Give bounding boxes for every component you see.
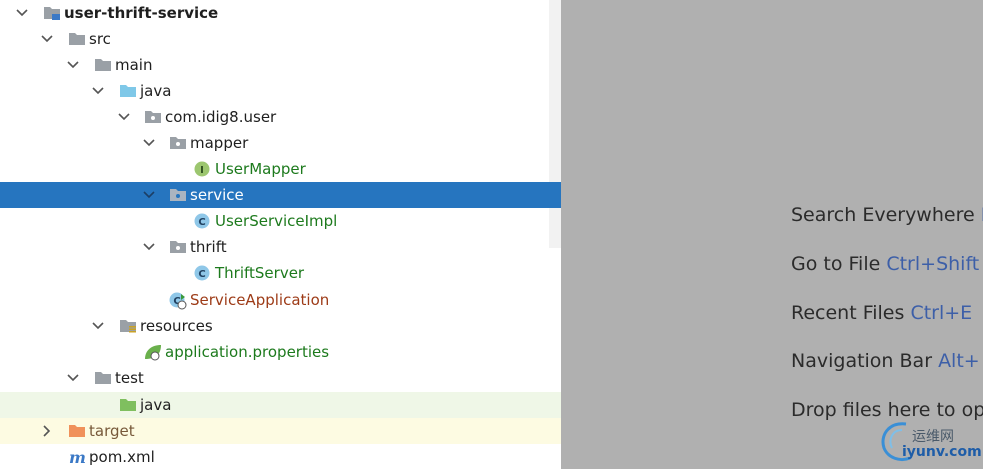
package-folder-icon: [144, 104, 162, 130]
chevron-down-icon[interactable]: [40, 26, 54, 52]
folder-icon: [68, 26, 86, 52]
tree-label-user-service-impl: UserServiceImpl: [215, 212, 338, 230]
tree-row-application-properties[interactable]: application.properties: [0, 339, 561, 365]
hint-shortcut: D: [981, 204, 983, 226]
tree-row-target[interactable]: target: [0, 418, 561, 444]
svg-text:m: m: [69, 449, 86, 467]
resources-folder-icon: [119, 313, 137, 339]
class-icon: C: [194, 260, 212, 286]
maven-icon: m: [68, 444, 86, 469]
hint-shortcut: Alt+: [938, 350, 980, 372]
editor-empty-area[interactable]: Search Everywhere D Go to File Ctrl+Shif…: [561, 0, 983, 469]
tree-label-pom: pom.xml: [89, 448, 155, 466]
tree-row-package[interactable]: com.idig8.user: [0, 104, 561, 130]
hint-recent-files: Recent Files Ctrl+E: [791, 302, 973, 324]
tree-label-service-application: ServiceApplication: [190, 291, 330, 309]
svg-text:C: C: [198, 269, 205, 280]
watermark-text-top: 运维网: [912, 429, 954, 445]
tree-label-application-properties: application.properties: [165, 343, 330, 361]
tree-row-pom[interactable]: m pom.xml: [0, 444, 561, 469]
tree-label-root: user-thrift-service: [64, 4, 219, 22]
tree-row-src[interactable]: src: [0, 26, 561, 52]
hint-navigation-bar: Navigation Bar Alt+: [791, 350, 980, 372]
spring-properties-icon: [144, 339, 162, 365]
chevron-down-icon[interactable]: [91, 313, 105, 339]
tree-row-service[interactable]: service: [0, 182, 561, 208]
package-folder-icon: [169, 130, 187, 156]
svg-text:C: C: [198, 217, 205, 228]
hint-shortcut: Ctrl+Shift: [886, 253, 980, 275]
folder-icon: [94, 365, 112, 391]
chevron-right-icon[interactable]: [40, 418, 54, 444]
watermark-swirl-icon: [881, 422, 911, 462]
watermark-text-bottom: iyunv.com: [902, 444, 982, 460]
watermark-logo: 运维网 iyunv.com: [876, 418, 983, 466]
chevron-down-icon[interactable]: [142, 234, 156, 260]
hint-search-everywhere: Search Everywhere D: [791, 204, 983, 226]
tree-row-mapper[interactable]: mapper: [0, 130, 561, 156]
tree-label-src: src: [89, 30, 111, 48]
spring-boot-class-icon: C: [169, 287, 187, 313]
project-tree-panel: user-thrift-service src main java com.id…: [0, 0, 561, 469]
tree-row-test[interactable]: test: [0, 365, 561, 391]
tree-label-thrift-server: ThriftServer: [215, 264, 305, 282]
tree-label-mapper: mapper: [190, 134, 249, 152]
hint-drop-files: Drop files here to op: [791, 399, 983, 421]
source-folder-icon: [119, 78, 137, 104]
class-icon: C: [194, 208, 212, 234]
tree-row-java-test[interactable]: java: [0, 392, 561, 418]
hint-go-to-file: Go to File Ctrl+Shift: [791, 253, 980, 275]
hint-shortcut: Ctrl+E: [910, 302, 973, 324]
tree-label-java-main: java: [140, 82, 172, 100]
package-folder-icon: [169, 234, 187, 260]
chevron-down-icon[interactable]: [66, 365, 80, 391]
tree-label-thrift: thrift: [190, 238, 227, 256]
tree-row-thrift-server[interactable]: C ThriftServer: [0, 260, 561, 286]
test-folder-icon: [119, 392, 137, 418]
excluded-folder-icon: [68, 418, 86, 444]
tree-row-main[interactable]: main: [0, 52, 561, 78]
tree-label-service: service: [190, 186, 244, 204]
svg-text:C: C: [173, 296, 180, 307]
tree-row-service-application[interactable]: C ServiceApplication: [0, 287, 561, 313]
tree-label-java-test: java: [140, 396, 172, 414]
tree-label-package: com.idig8.user: [165, 108, 277, 126]
chevron-down-icon[interactable]: [15, 0, 29, 26]
tree-label-test: test: [115, 369, 144, 387]
chevron-down-icon[interactable]: [91, 78, 105, 104]
tree-row-java-main[interactable]: java: [0, 78, 561, 104]
tree-label-main: main: [115, 56, 153, 74]
tree-row-resources[interactable]: resources: [0, 313, 561, 339]
interface-icon: I: [194, 156, 212, 182]
svg-text:I: I: [200, 165, 204, 176]
chevron-down-icon[interactable]: [142, 130, 156, 156]
module-folder-icon: [43, 0, 61, 26]
tree-row-root[interactable]: user-thrift-service: [0, 0, 561, 26]
tree-label-target: target: [89, 422, 135, 440]
tree-row-user-mapper[interactable]: I UserMapper: [0, 156, 561, 182]
tree-row-user-service-impl[interactable]: C UserServiceImpl: [0, 208, 561, 234]
tree-label-resources: resources: [140, 317, 213, 335]
folder-icon: [94, 52, 112, 78]
chevron-down-icon[interactable]: [66, 52, 80, 78]
chevron-down-icon[interactable]: [142, 182, 156, 208]
tree-row-thrift[interactable]: thrift: [0, 234, 561, 260]
chevron-down-icon[interactable]: [117, 104, 131, 130]
tree-label-user-mapper: UserMapper: [215, 160, 306, 178]
package-folder-icon: [169, 182, 187, 208]
